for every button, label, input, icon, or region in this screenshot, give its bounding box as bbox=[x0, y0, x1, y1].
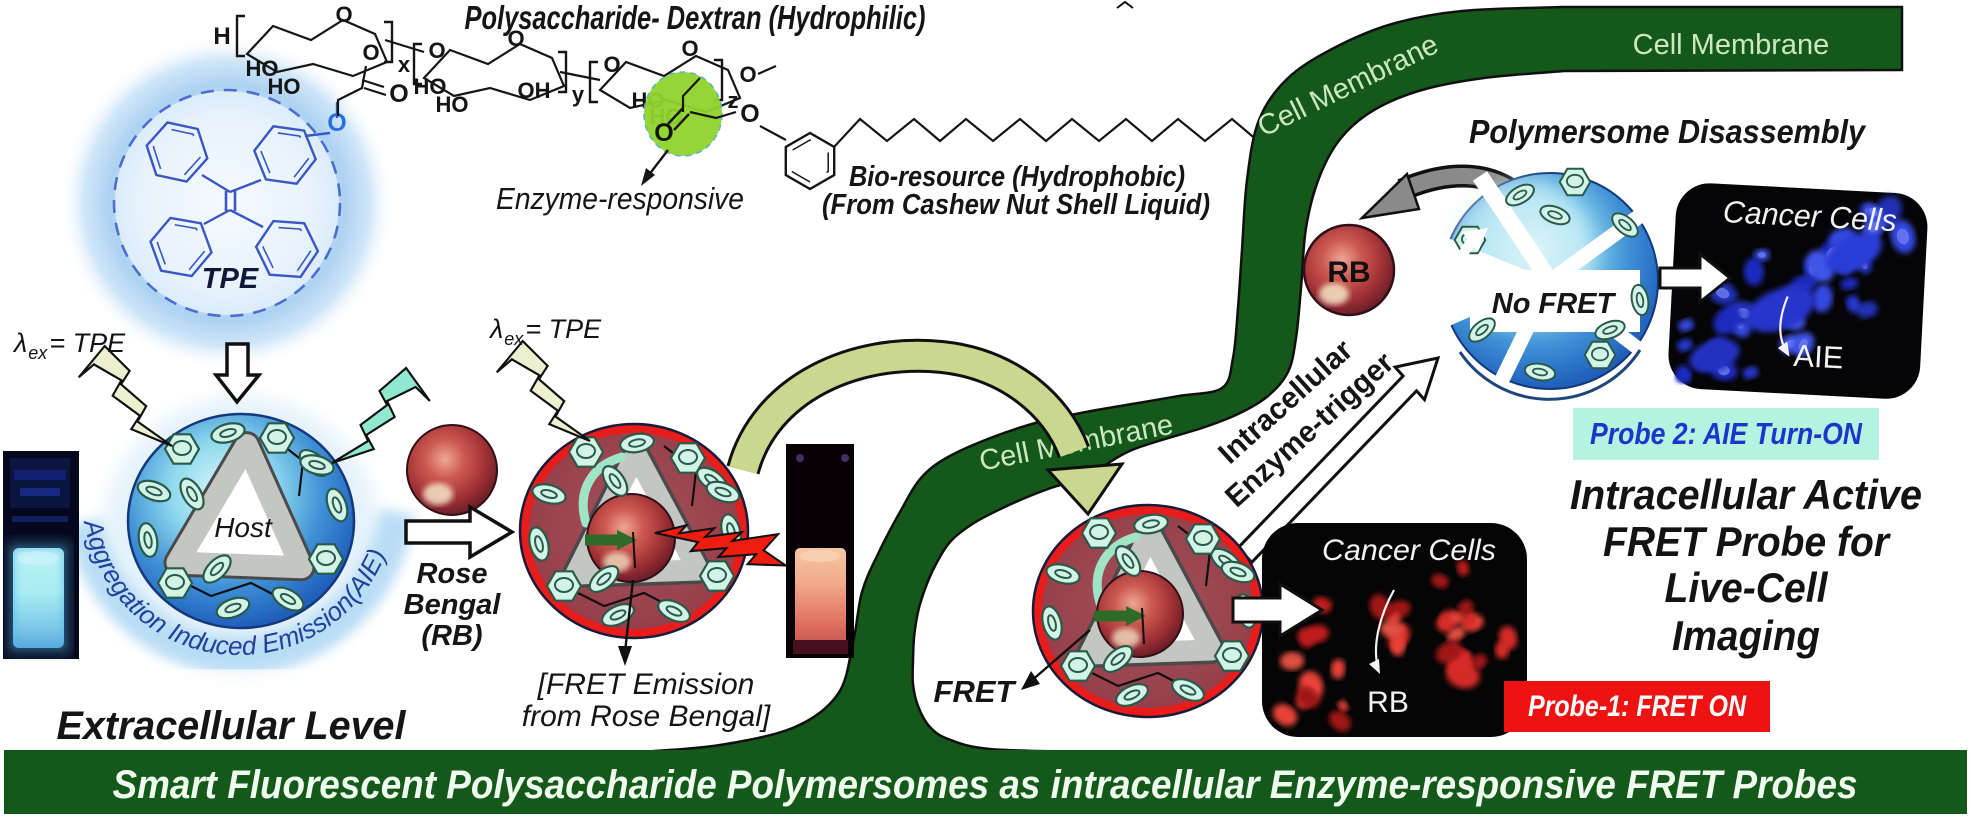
svg-text:FRET: FRET bbox=[934, 674, 1018, 709]
svg-text:Imaging: Imaging bbox=[1672, 612, 1820, 659]
svg-text:Bengal: Bengal bbox=[404, 589, 502, 621]
svg-text:TPE: TPE bbox=[202, 263, 260, 295]
svg-text:O: O bbox=[740, 100, 759, 128]
svg-text:Smart Fluorescent Polysaccha: Smart Fluorescent Polysaccharide Polymer… bbox=[113, 763, 1858, 807]
svg-text:x: x bbox=[398, 52, 411, 77]
svg-text:OH: OH bbox=[518, 78, 551, 103]
svg-text:Probe-1: FRET ON: Probe-1: FRET ON bbox=[1528, 690, 1747, 723]
svg-text:Polysaccharide- Dextran (Hydro: Polysaccharide- Dextran (Hydrophilic) bbox=[465, 0, 926, 36]
svg-text:y: y bbox=[572, 82, 585, 107]
svg-text:HO: HO bbox=[268, 74, 301, 99]
svg-text:from Rose Bengal]: from Rose Bengal] bbox=[522, 700, 771, 733]
svg-text:Extracellular Level: Extracellular Level bbox=[57, 704, 407, 748]
svg-text:z: z bbox=[728, 88, 739, 113]
svg-text:O: O bbox=[603, 52, 620, 77]
svg-text:O: O bbox=[654, 119, 673, 147]
svg-text:[FRET Emission: [FRET Emission bbox=[537, 668, 755, 701]
svg-text:O: O bbox=[335, 2, 352, 27]
svg-text:Cancer Cells: Cancer Cells bbox=[1322, 534, 1496, 567]
svg-text:HO: HO bbox=[414, 74, 447, 99]
svg-text:O: O bbox=[362, 40, 379, 65]
svg-text:O: O bbox=[389, 80, 408, 108]
svg-text:Bio-resource (Hydrophobic): Bio-resource (Hydrophobic) bbox=[849, 161, 1185, 193]
svg-text:(From Cashew Nut Shell Liquid): (From Cashew Nut Shell Liquid) bbox=[822, 189, 1210, 221]
svg-text:FRET Probe for: FRET Probe for bbox=[1603, 518, 1891, 565]
svg-text:Cell Membrane: Cell Membrane bbox=[1633, 29, 1830, 61]
svg-text:Host: Host bbox=[214, 512, 273, 543]
svg-text:O: O bbox=[739, 62, 756, 87]
svg-text:H: H bbox=[213, 23, 230, 50]
svg-text:AIE: AIE bbox=[1793, 338, 1845, 376]
svg-text:Intracellular Active: Intracellular Active bbox=[1570, 471, 1922, 518]
svg-text:RB: RB bbox=[1367, 686, 1409, 719]
svg-text:Rose: Rose bbox=[417, 558, 488, 590]
svg-text:No FRET: No FRET bbox=[1492, 288, 1617, 320]
svg-text:O: O bbox=[681, 36, 698, 61]
svg-text:λex= TPE: λex= TPE bbox=[488, 314, 602, 349]
svg-text:O: O bbox=[428, 38, 445, 63]
svg-text:O: O bbox=[327, 109, 346, 137]
svg-text:Polymersome Disassembly: Polymersome Disassembly bbox=[1469, 113, 1867, 150]
svg-text:O: O bbox=[507, 26, 524, 51]
svg-text:HO: HO bbox=[246, 56, 279, 81]
svg-text:Live-Cell: Live-Cell bbox=[1665, 564, 1829, 611]
svg-text:Probe 2: AIE Turn-ON: Probe 2: AIE Turn-ON bbox=[1590, 416, 1863, 451]
svg-text:(RB): (RB) bbox=[421, 620, 482, 652]
svg-text:Enzyme-responsive: Enzyme-responsive bbox=[496, 181, 744, 216]
svg-text:RB: RB bbox=[1327, 256, 1370, 289]
svg-text:HO: HO bbox=[436, 92, 469, 117]
